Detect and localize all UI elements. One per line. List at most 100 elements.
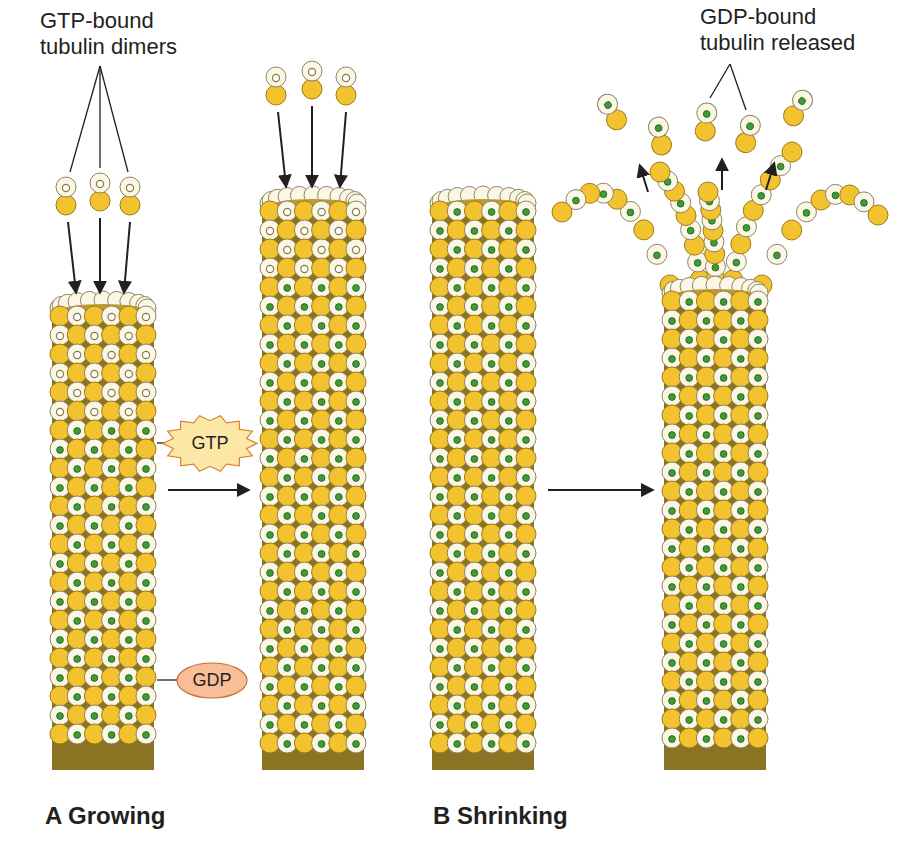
alpha-tubulin xyxy=(516,467,536,487)
beta-tubulin xyxy=(346,638,366,658)
gdp-dot xyxy=(755,565,762,572)
gdp-dot xyxy=(301,570,308,577)
alpha-tubulin xyxy=(346,695,366,715)
beta-tubulin xyxy=(346,410,366,430)
gdp-dot xyxy=(505,532,512,539)
gdp-dot xyxy=(74,428,81,435)
gdp-dot xyxy=(318,437,325,444)
alpha-tubulin xyxy=(136,458,156,478)
alpha-tubulin xyxy=(346,201,366,221)
tubulin-dimer xyxy=(90,173,110,211)
gdp-dot xyxy=(74,542,81,549)
gdp-dot xyxy=(454,741,461,748)
gdp-dot xyxy=(523,513,530,520)
gdp-dot xyxy=(335,418,342,425)
gdp-dot xyxy=(74,466,81,473)
gtp-dot xyxy=(335,227,342,234)
gdp-dot xyxy=(74,656,81,663)
gdp-dot xyxy=(318,285,325,292)
panel-title: B Shrinking xyxy=(433,802,568,830)
alpha-tubulin xyxy=(120,177,140,197)
gdp-dot xyxy=(655,124,663,132)
gdp-dot xyxy=(125,713,132,720)
gdp-dot xyxy=(755,717,762,724)
gdp-dot xyxy=(454,285,461,292)
beta-tubulin xyxy=(136,629,156,649)
gdp-dot xyxy=(353,285,360,292)
beta-tubulin xyxy=(136,439,156,459)
node-text: GTP xyxy=(162,433,258,454)
gdp-dot xyxy=(318,665,325,672)
microtubule xyxy=(50,291,156,770)
beta-tubulin xyxy=(516,676,536,696)
gdp-dot xyxy=(318,741,325,748)
gtp-dot xyxy=(56,370,63,377)
gdp-dot xyxy=(353,665,360,672)
gdp-dot xyxy=(703,736,710,743)
beta-tubulin xyxy=(748,462,768,482)
gdp-dot xyxy=(505,608,512,615)
gdp-dot xyxy=(720,527,727,534)
process-arrow xyxy=(548,489,652,491)
gdp-dot xyxy=(284,741,291,748)
gdp-dot xyxy=(353,475,360,482)
gdp-dot xyxy=(301,646,308,653)
gdp-dot xyxy=(523,361,530,368)
gtp-dot xyxy=(284,208,291,215)
alpha-tubulin xyxy=(136,344,156,364)
gdp-dot xyxy=(488,627,495,634)
gdp-dot xyxy=(669,394,676,401)
gdp-dot xyxy=(91,675,98,682)
gtp-dot xyxy=(91,332,98,339)
gdp-dot xyxy=(284,665,291,672)
beta-tubulin xyxy=(748,500,768,520)
fraying-protofilament xyxy=(650,162,710,290)
gdp-dot xyxy=(301,304,308,311)
gdp-dot xyxy=(523,247,530,254)
gdp-dot xyxy=(737,736,744,743)
gdp-dot xyxy=(335,304,342,311)
gdp-dot xyxy=(488,703,495,710)
alpha-tubulin xyxy=(346,429,366,449)
tubulin-dimer xyxy=(594,91,630,134)
gdp-dot xyxy=(267,570,274,577)
gdp-dot xyxy=(437,456,444,463)
gdp-dot xyxy=(454,475,461,482)
beta-tubulin xyxy=(346,486,366,506)
beta-tubulin xyxy=(516,562,536,582)
gdp-dot xyxy=(353,551,360,558)
gdp-dot xyxy=(267,646,274,653)
gdp-dot xyxy=(686,679,693,686)
alpha-tubulin xyxy=(789,87,816,114)
gdp-dot xyxy=(755,375,762,382)
tubulin-dimer xyxy=(694,102,717,142)
gdp-dot xyxy=(437,722,444,729)
gdp-dot xyxy=(143,732,150,739)
beta-tubulin xyxy=(136,325,156,345)
tubulin-dimer xyxy=(56,177,76,215)
beta-tubulin xyxy=(346,448,366,468)
gdp-dot xyxy=(284,475,291,482)
gdp-dot xyxy=(505,646,512,653)
gtp-dot xyxy=(142,389,149,396)
beta-tubulin xyxy=(346,296,366,316)
gdp-dot xyxy=(523,741,530,748)
gdp-dot xyxy=(57,523,64,530)
gdp-dot xyxy=(353,437,360,444)
beta-tubulin xyxy=(346,220,366,240)
beta-tubulin xyxy=(868,205,888,225)
gdp-dot xyxy=(488,323,495,330)
alpha-tubulin xyxy=(56,177,76,197)
gdp-dot xyxy=(57,599,64,606)
gdp-dot xyxy=(703,394,710,401)
alpha-tubulin xyxy=(136,534,156,554)
gdp-dot xyxy=(471,494,478,501)
gdp-dot xyxy=(627,209,634,216)
beta-tubulin xyxy=(516,220,536,240)
gdp-dot xyxy=(91,713,98,720)
gtp-dot xyxy=(342,74,349,81)
beta-tubulin xyxy=(516,296,536,316)
gdp-dot xyxy=(703,584,710,591)
gdp-dot xyxy=(703,660,710,667)
